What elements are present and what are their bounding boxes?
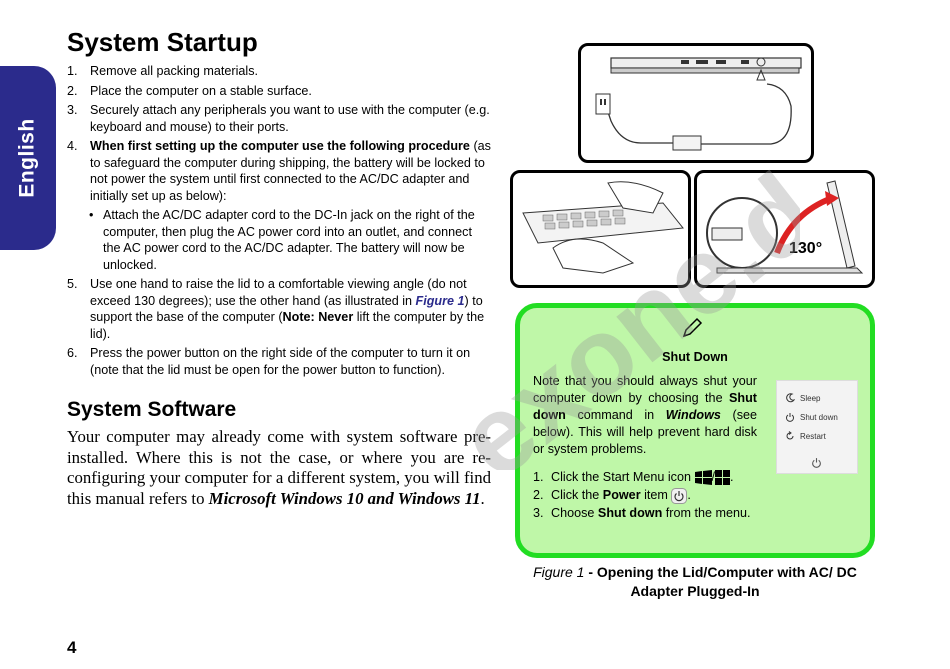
step-item: 2.Place the computer on a stable surface…	[67, 83, 312, 98]
figure-link[interactable]: Figure 1	[415, 293, 465, 308]
step-item: 6.Press the power button on the right si…	[67, 346, 471, 377]
power-menu-item[interactable]: Shut down	[785, 412, 838, 422]
angle-label: 130°	[789, 240, 822, 257]
language-tab[interactable]: English	[0, 66, 56, 250]
page-number: 4	[67, 638, 77, 657]
list-item: 2.Click the Power item .	[533, 487, 691, 504]
list-item: 3.Choose Shut down from the menu.	[533, 506, 751, 520]
sleep-icon	[786, 393, 795, 403]
windows10-start-icon	[694, 470, 712, 486]
hands-illustration	[510, 170, 691, 288]
figure-caption: Figure 1 - Opening the Lid/Computer with…	[533, 564, 857, 599]
shutdown-steps: 1.Click the Start Menu icon /. 2.Click t…	[533, 468, 868, 522]
software-title: System Software	[67, 398, 237, 421]
note-text: Note that you should always shut your co…	[533, 374, 757, 456]
step-subitem: •Attach the AC/DC adapter cord to the DC…	[89, 208, 475, 272]
language-tab-label: English	[16, 118, 39, 198]
list-item: 1.Click the Start Menu icon /.	[533, 470, 734, 486]
power-menu-illustration: Sleep Shut down Restart	[776, 380, 858, 474]
step-item: 1.Remove all packing materials.	[67, 64, 258, 78]
power-menu-item[interactable]: Restart	[785, 431, 826, 441]
power-icon	[786, 413, 794, 422]
step-item: 3.Securely attach any peripherals you wa…	[67, 103, 490, 134]
power-icon[interactable]	[811, 457, 822, 468]
shutdown-note: Shut Down Note that you should always sh…	[515, 303, 875, 558]
step-item: 5.Use one hand to raise the lid to a com…	[67, 277, 485, 341]
power-menu-item[interactable]: Sleep	[785, 393, 820, 403]
software-text: Your computer may already come with syst…	[67, 427, 491, 508]
adapter-illustration	[578, 43, 814, 163]
step-item: 4.When first setting up the computer use…	[67, 139, 491, 203]
power-icon	[671, 487, 688, 504]
restart-icon	[786, 431, 794, 440]
note-title: Shut Down	[662, 350, 728, 364]
lid-angle-illustration: 130°	[694, 170, 875, 288]
pen-icon	[682, 317, 703, 338]
windows11-start-icon	[715, 470, 730, 486]
startup-steps: 1.Remove all packing materials. 2.Place …	[67, 63, 492, 381]
startup-title: System Startup	[67, 27, 258, 57]
